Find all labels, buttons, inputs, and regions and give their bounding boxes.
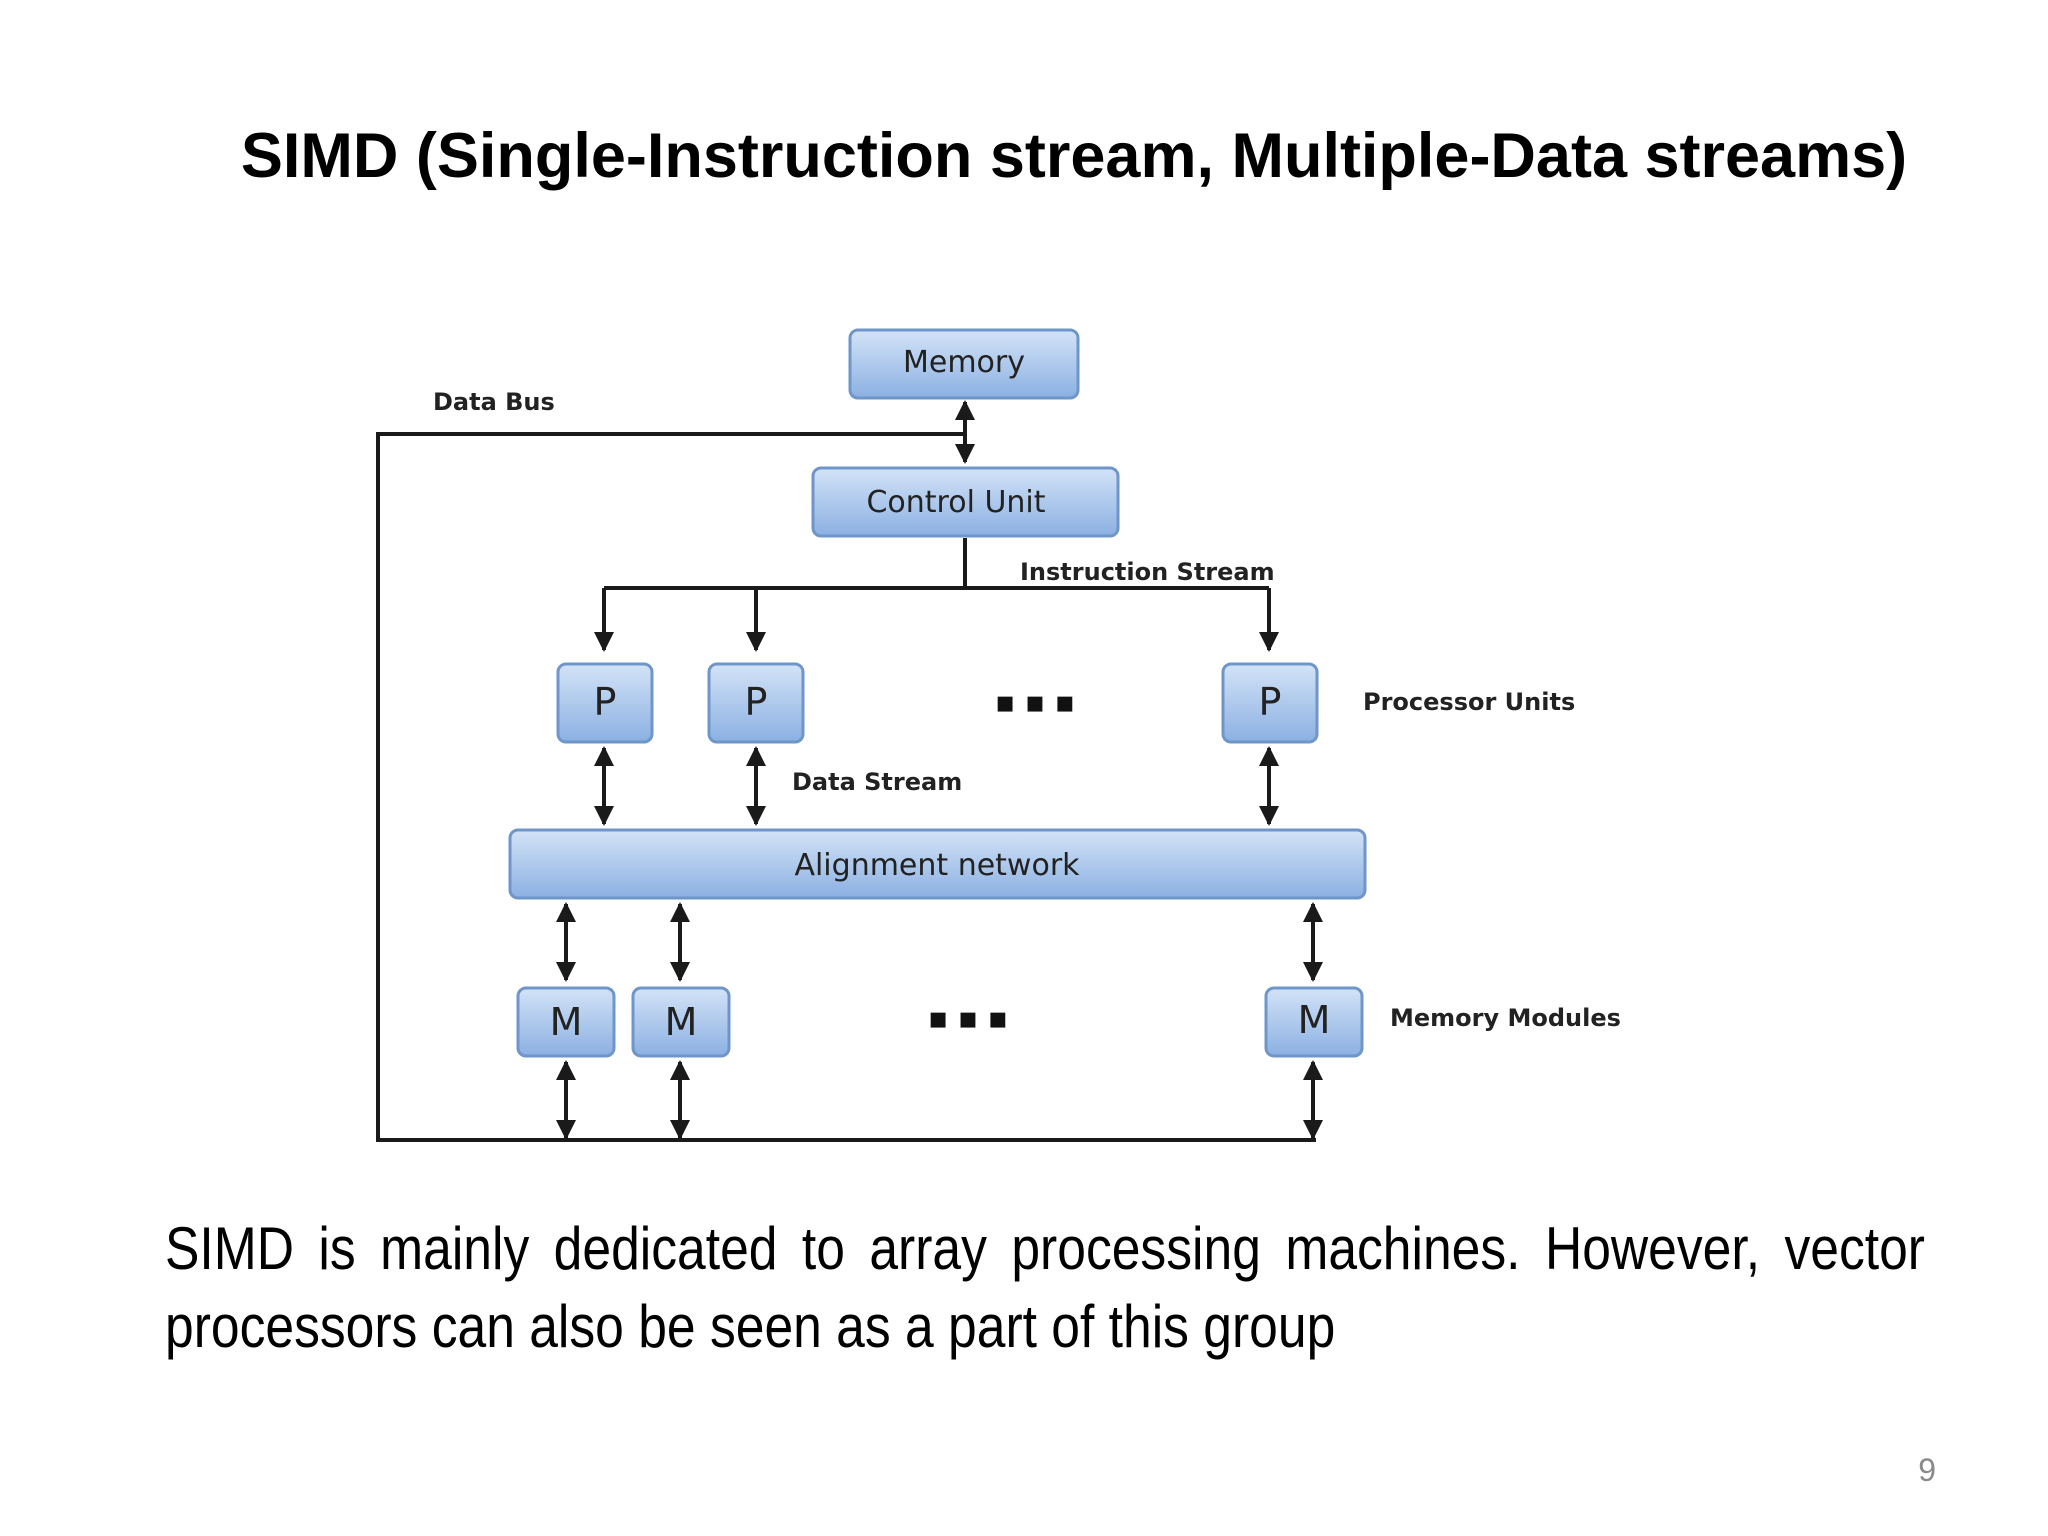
processor-label: P: [1259, 680, 1282, 724]
memory-module-label: M: [665, 1000, 698, 1044]
memory-box: Memory: [848, 328, 1080, 400]
instruction-stream-label: Instruction Stream: [1020, 558, 1275, 586]
memory-module: M: [516, 986, 616, 1058]
data-bus-lines: [376, 432, 1316, 1142]
memory-module: M: [631, 986, 731, 1058]
memory-label: Memory: [903, 345, 1025, 380]
alignment-network-box: Alignment network: [508, 828, 1367, 900]
body-text: SIMD is mainly dedicated to array proces…: [165, 1215, 1925, 1360]
processor-unit: P: [1221, 662, 1319, 744]
memory-module-label: M: [550, 1000, 583, 1044]
processor-label: P: [594, 680, 617, 724]
data-stream-arrows: [594, 746, 1279, 826]
memory-module-ellipsis: ▪ ▪ ▪: [928, 1001, 1008, 1036]
processor-units-label: Processor Units: [1363, 688, 1575, 716]
alignment-memory-arrows: [556, 902, 1323, 982]
module-bus-arrows: [556, 1060, 1323, 1140]
data-stream-label: Data Stream: [792, 768, 962, 796]
memory-modules-label: Memory Modules: [1390, 1004, 1621, 1032]
alignment-network-label: Alignment network: [794, 848, 1080, 883]
processor-unit: P: [556, 662, 654, 744]
slide-title: SIMD (Single-Instruction stream, Multipl…: [240, 121, 1908, 191]
processor-unit: P: [707, 662, 805, 744]
processor-label: P: [745, 680, 768, 724]
control-unit-label: Control Unit: [866, 485, 1045, 520]
control-unit-box: Control Unit: [811, 466, 1120, 538]
processor-ellipsis: ▪ ▪ ▪: [995, 685, 1075, 720]
data-bus-label: Data Bus: [433, 388, 555, 416]
instruction-stream-lines: [594, 538, 1279, 652]
page-number: 9: [1918, 1452, 1936, 1488]
memory-module-label: M: [1298, 998, 1331, 1042]
memory-module: M: [1264, 986, 1364, 1058]
